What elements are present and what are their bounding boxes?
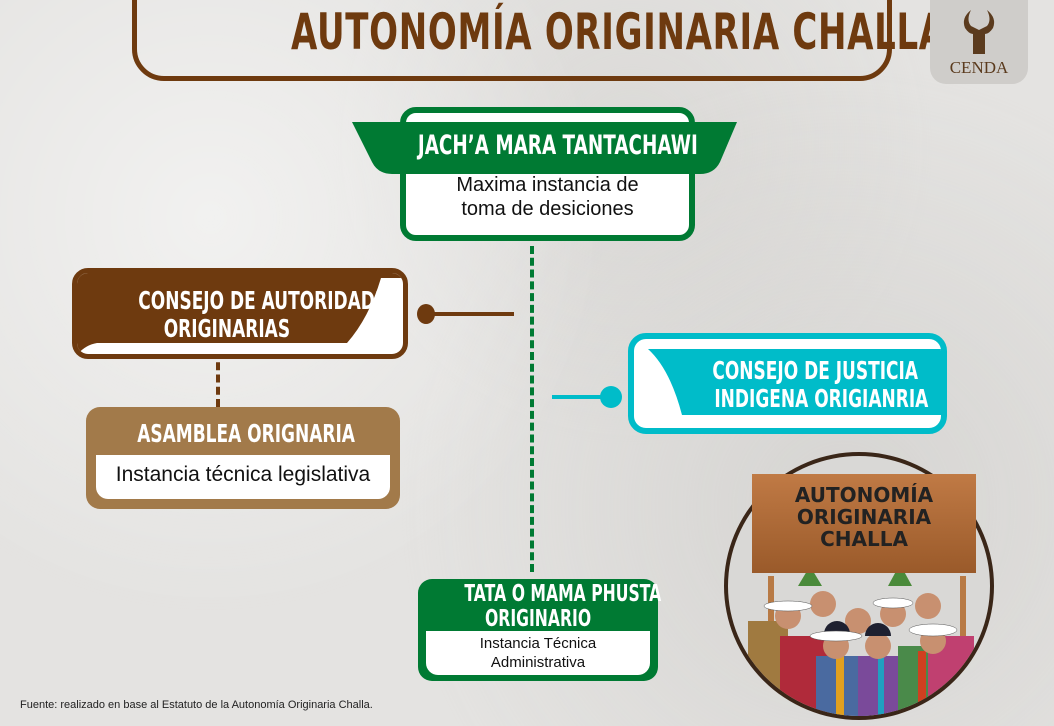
people-crowd-icon bbox=[748, 564, 974, 716]
node-asamblea-originaria: ASAMBLEA ORIGNARIA Instancia técnica leg… bbox=[86, 407, 400, 509]
node-description: Instancia técnica legislativa bbox=[96, 455, 390, 499]
node-title: ASAMBLEA ORIGNARIA bbox=[137, 419, 355, 448]
top-node-banner bbox=[352, 122, 737, 174]
title-frame: AUTONOMÍA ORIGINARIA CHALLA bbox=[132, 0, 946, 81]
justice-connector-line bbox=[552, 395, 610, 399]
main-dashed-connector bbox=[530, 246, 534, 572]
node-description: Instancia Técnica Administrativa bbox=[426, 631, 650, 675]
node-description: Maxima instancia de toma de desiciones bbox=[456, 174, 639, 220]
cenda-logo: CENDA bbox=[930, 0, 1028, 84]
node-title: CONSEJO DE JUSTICIA INDIGENA ORIGIANRIA bbox=[712, 356, 929, 413]
node-title: CONSEJO DE AUTORIDADES ORIGINARIAS bbox=[138, 286, 399, 343]
node-tata-mama-phusta: TATA O MAMA PHUSTA ORIGINARIO Instancia … bbox=[418, 579, 662, 681]
node-consejo-autoridades: CONSEJO DE AUTORIDADES ORIGINARIAS bbox=[72, 268, 408, 359]
council-connector-line bbox=[425, 312, 514, 316]
node-title: JACH’A MARA TANTACHAWI bbox=[417, 130, 698, 161]
source-footnote: Fuente: realizado en base al Estatuto de… bbox=[20, 699, 373, 711]
council-connector-dot bbox=[417, 304, 435, 324]
justice-connector-dot bbox=[600, 386, 622, 408]
council-dashed-connector bbox=[216, 350, 220, 456]
node-title: TATA O MAMA PHUSTA ORIGINARIO bbox=[464, 581, 662, 632]
sign-board: AUTONOMÍA ORIGINARIA CHALLA bbox=[752, 474, 976, 573]
horns-icon bbox=[963, 10, 995, 54]
node-consejo-justicia: CONSEJO DE JUSTICIA INDIGENA ORIGIANRIA bbox=[628, 333, 947, 434]
page-title: AUTONOMÍA ORIGINARIA CHALLA bbox=[291, 3, 946, 61]
